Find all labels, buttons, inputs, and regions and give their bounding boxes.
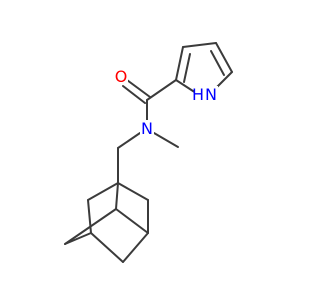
- bond-carbonyl-double-a: [126, 79, 151, 98]
- molecule-diagram: O N H N: [64, 42, 233, 263]
- pyrrole-nitrogen-n-label: N: [205, 85, 217, 104]
- bond-adam-f-i: [122, 232, 149, 263]
- bond-carbonyl-pyrrole: [146, 79, 177, 101]
- amide-nitrogen-label-bg: [140, 120, 154, 137]
- bond-adam-a-d: [115, 182, 119, 210]
- bond-adam-g-e: [64, 232, 92, 245]
- amide-nitrogen-atom-label: N: [141, 119, 153, 138]
- bond-pyrrole-c4-c5-a: [215, 42, 233, 73]
- bond-pyrrole-c4-c5-b: [210, 50, 225, 76]
- pyrrole-nitrogen-label-bg: [194, 86, 218, 103]
- bond-pyrrole-c2-c3-b: [183, 53, 191, 83]
- bond-group: [64, 42, 233, 263]
- atom-label-group: O N H N: [114, 67, 218, 138]
- molecule-structure: O N H N: [64, 42, 233, 263]
- bond-n-methyl: [153, 132, 179, 148]
- oxygen-atom-label: O: [115, 67, 128, 86]
- bond-n-ch2: [117, 132, 141, 149]
- bond-pyrrole-n-c2: [175, 79, 197, 94]
- oxygen-label-bg: [114, 68, 128, 85]
- bond-adam-e-i: [90, 232, 124, 263]
- bond-pyrrole-c3-c4: [182, 42, 217, 48]
- bond-pyrrole-c2-c3-a: [175, 46, 184, 81]
- bond-adam-a-c: [117, 182, 149, 201]
- bond-adam-a-b: [87, 182, 119, 201]
- bond-adam-d-g: [64, 208, 117, 245]
- pyrrole-nitrogen-h-label: H: [192, 85, 204, 104]
- bond-carbonyl-double-b: [122, 85, 146, 104]
- bond-adam-d-h: [115, 208, 149, 234]
